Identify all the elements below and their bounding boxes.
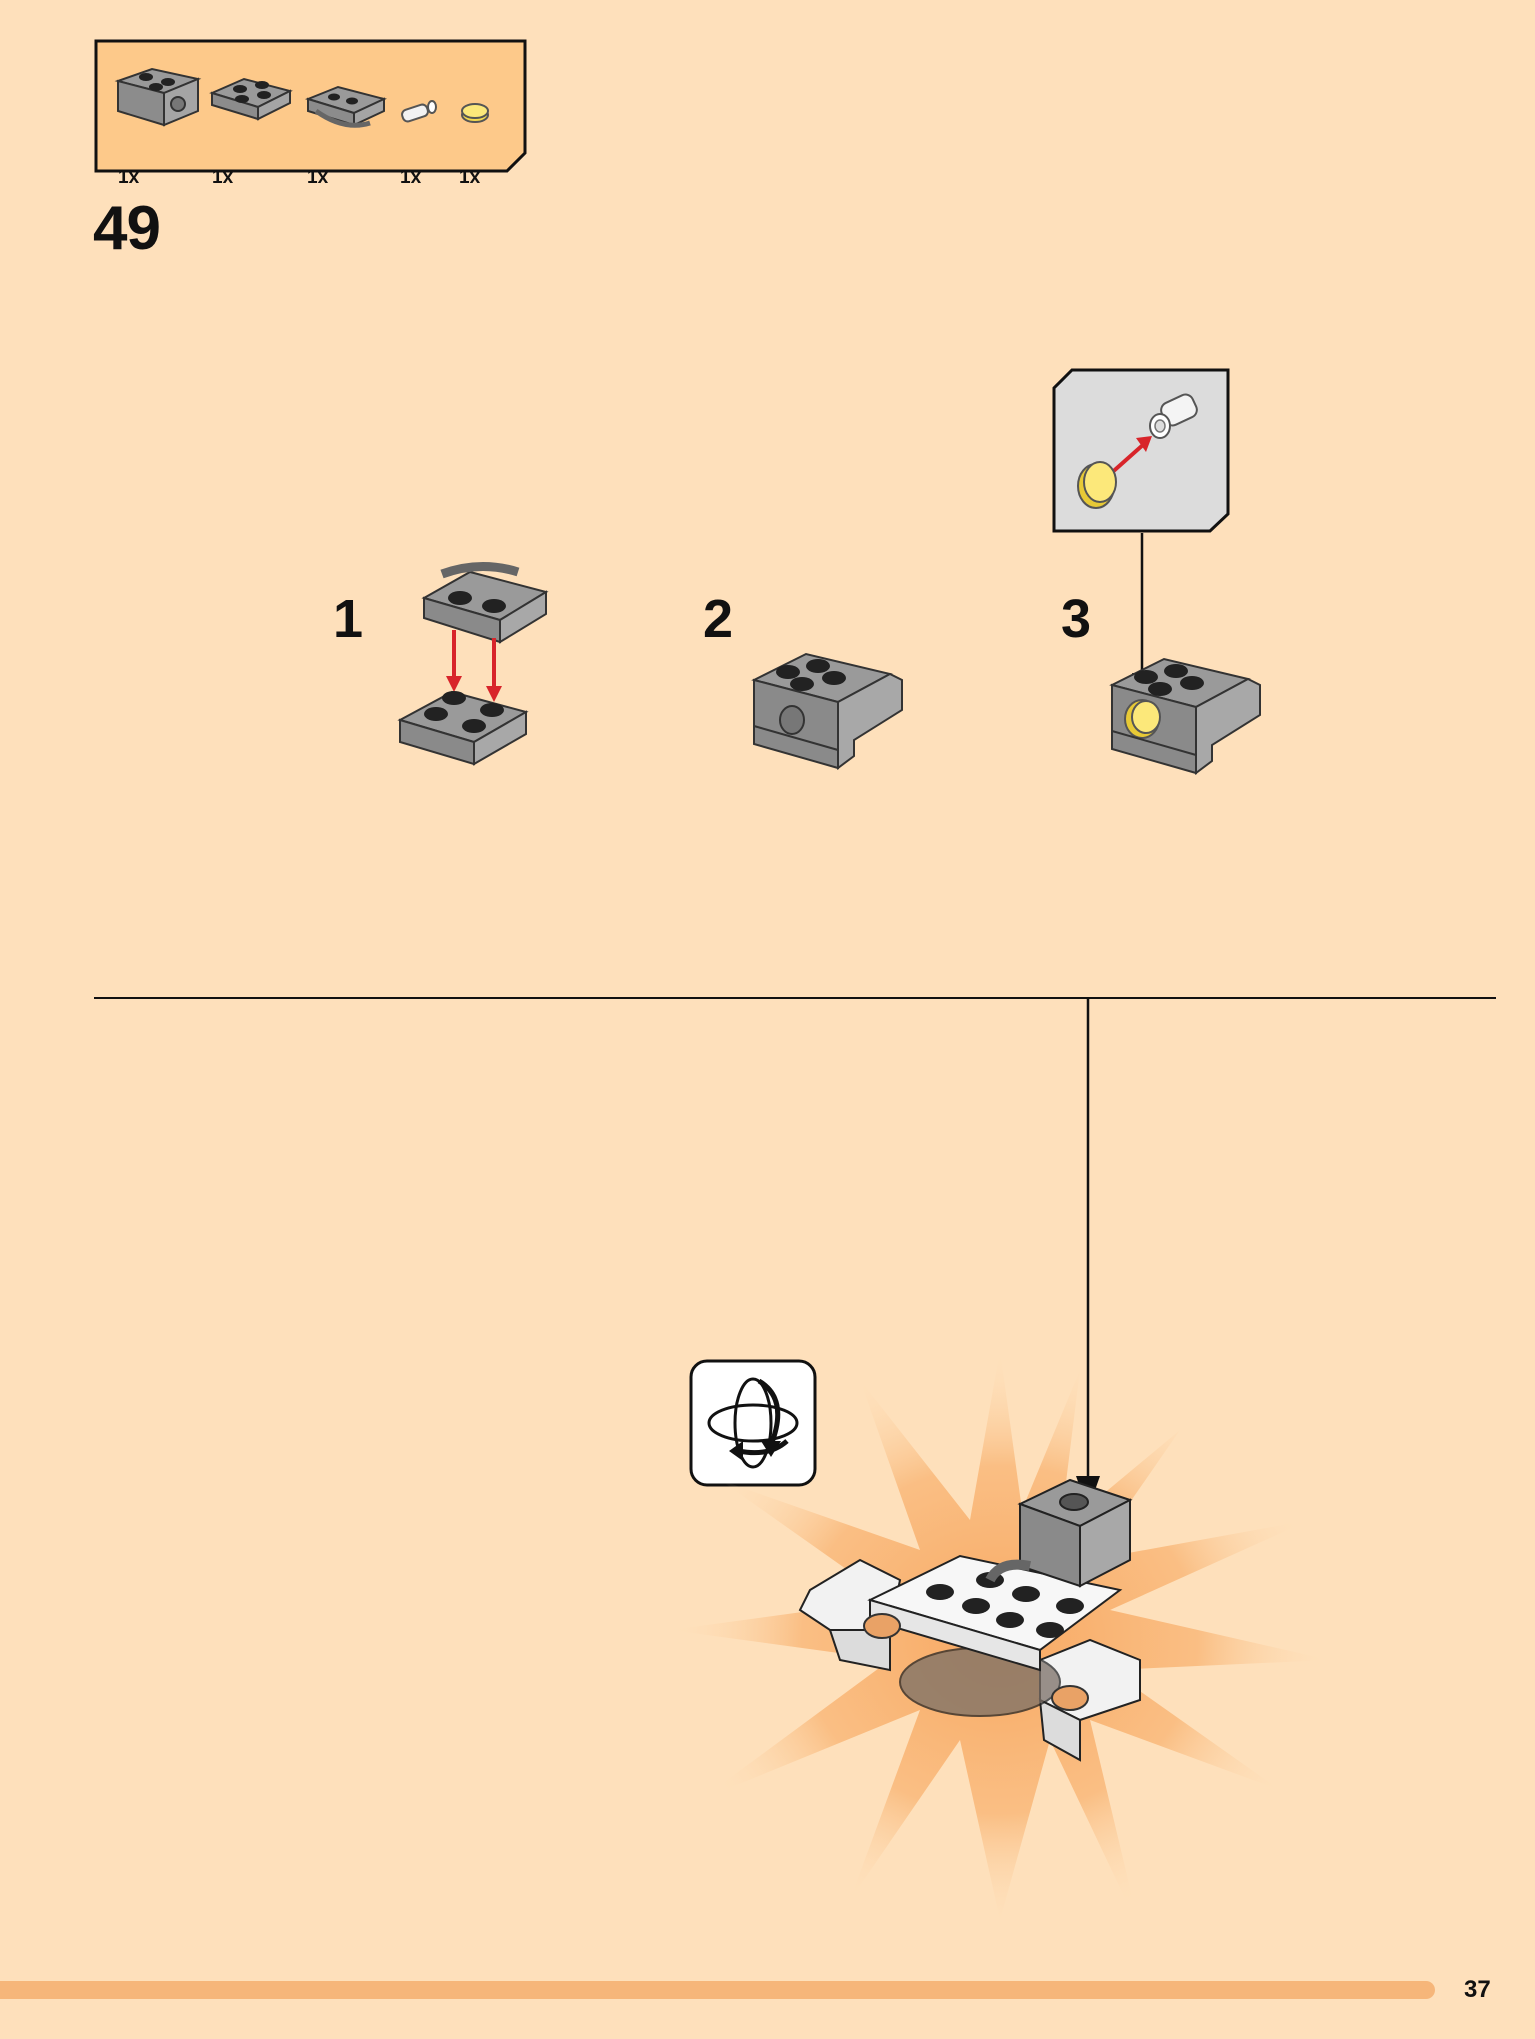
plate-with-handle-icon (304, 85, 387, 128)
step-divider (94, 997, 1496, 999)
brick-assembly-with-tile-icon (1109, 657, 1261, 775)
brick-assembly-icon (751, 652, 903, 770)
part-qty-5: 1x (459, 167, 481, 188)
substep-number-1: 1 (333, 589, 364, 649)
parts-list-box: 1x 1x 1x 1x 1x (94, 39, 527, 188)
substep-3-illustration (1109, 657, 1261, 775)
plate-2x2-icon (397, 690, 529, 766)
main-model-illustration (670, 1350, 1330, 1930)
substep-number-3: 3 (1061, 589, 1092, 649)
parts-box-frame (94, 39, 527, 173)
plate-with-handle-icon (421, 561, 549, 644)
part-qty-3: 1x (307, 167, 329, 188)
technic-pin-icon (401, 100, 437, 123)
technic-pin-icon (1149, 393, 1198, 439)
substep-2-illustration (751, 652, 903, 770)
part-qty-2: 1x (212, 167, 234, 188)
rotate-model-icon (689, 1359, 817, 1487)
substep-1-illustration (397, 561, 549, 766)
plate-2x2-icon (209, 77, 293, 121)
spaceship-model-icon (798, 1478, 1141, 1762)
part-qty-4: 1x (400, 167, 422, 188)
part-qty-1: 1x (118, 167, 140, 188)
round-tile-yellow-icon (461, 103, 489, 123)
brick-with-hole-icon (114, 67, 202, 127)
red-arrow-icon (446, 630, 502, 702)
substep-number-2: 2 (703, 589, 734, 649)
footer-progress-bar (0, 1981, 1435, 1999)
page-number: 37 (1464, 1976, 1491, 2003)
step-number: 49 (93, 194, 161, 263)
substep-3-callout (1052, 368, 1230, 533)
round-tile-yellow-icon (1077, 461, 1117, 509)
